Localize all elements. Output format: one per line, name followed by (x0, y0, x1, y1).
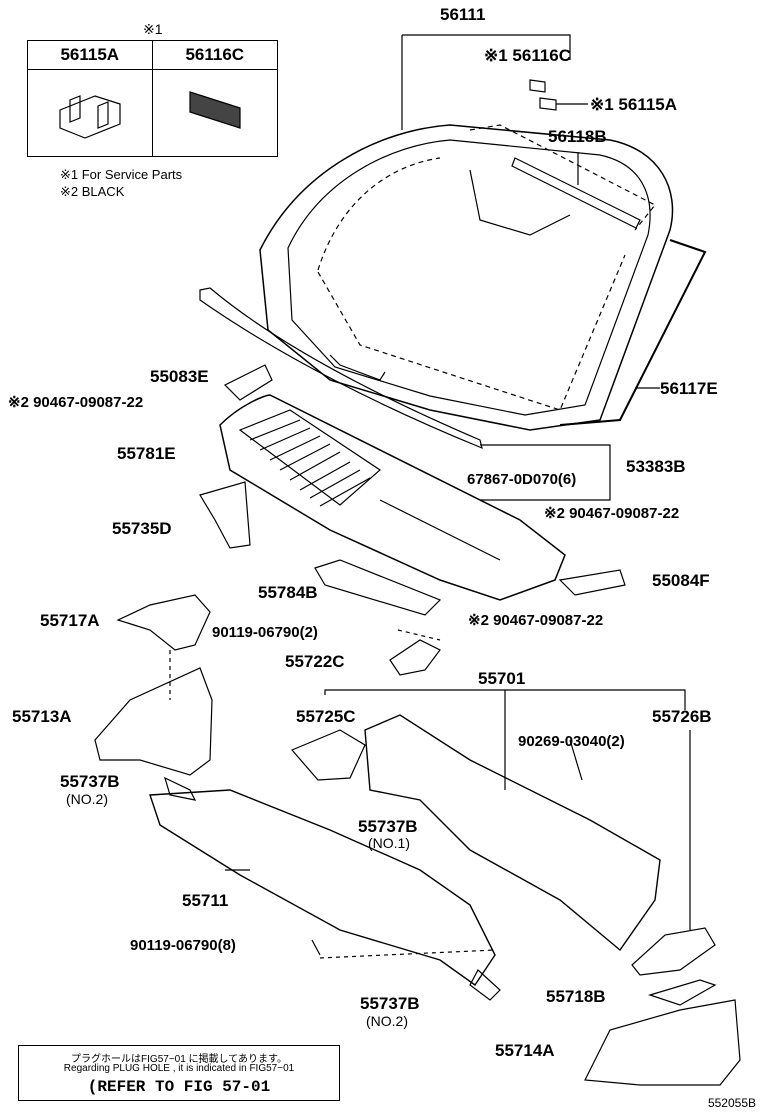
bracket-55722C (389, 639, 441, 676)
legend-col-2-header: 56116C (152, 41, 277, 70)
label-90269: 90269-03040(2) (518, 733, 625, 750)
clip-55737B-no2-b (469, 969, 501, 1001)
label-55735D: 55735D (112, 519, 172, 538)
seal-55784B (314, 559, 442, 616)
bracket-55717A (116, 594, 211, 651)
label-55737B-no2-bottom: 55737B (360, 994, 420, 1013)
piece-55083E (223, 364, 273, 401)
label-90467-c: ※2 90467-09087-22 (468, 612, 604, 629)
bracket-55725C (291, 729, 366, 781)
label-55737B-no1-sub: (NO.1) (368, 835, 410, 851)
label-55737B-no2-top: 55737B (60, 772, 120, 791)
label-90467-b: ※2 90467-09087-22 (544, 505, 680, 522)
legend-col-1-header: 56115A (28, 41, 152, 70)
dash-90119 (397, 629, 441, 641)
legend-header-mark: ※1 (143, 21, 163, 37)
insulator-55711 (149, 789, 496, 986)
bracket-53383B (480, 444, 611, 501)
panel-55714A (584, 999, 741, 1086)
legend-col-1: 56115A (28, 41, 153, 156)
clip-56116C-part (529, 79, 546, 93)
label-55737B-no1: 55737B (358, 817, 418, 836)
label-55737B-no2-top-sub: (NO.2) (66, 791, 108, 807)
bracket-55726B (631, 927, 716, 976)
bracket-55718B (648, 979, 717, 1006)
dash-panel-55701 (364, 714, 661, 952)
label-67867: 67867-0D070(6) (467, 471, 577, 488)
pad-55084F (558, 569, 626, 596)
reference-link[interactable]: (REFER TO FIG 57-01 (87, 1078, 271, 1096)
label-55784B: 55784B (258, 583, 318, 602)
strip-56118B (511, 157, 641, 229)
label-55084F: 55084F (652, 571, 710, 590)
clip-56115A-drawing (59, 95, 121, 139)
dash-90119-8 (319, 949, 496, 959)
label-55726B: 55726B (652, 707, 712, 726)
reference-en: Regarding PLUG HOLE , it is indicated in… (63, 1063, 295, 1074)
label-90119-b: 90119-06790(8) (130, 937, 236, 954)
label-55718B: 55718B (546, 987, 606, 1006)
label-55711: 55711 (182, 891, 229, 910)
label-56118B: 56118B (548, 127, 607, 146)
label-55701: 55701 (478, 669, 526, 688)
label-55713A: 55713A (12, 707, 72, 726)
label-53383B: 53383B (626, 457, 686, 476)
legend-col-2: 56116C (152, 41, 277, 156)
reference-jp: プラグホールはFIG57−01 に掲載してあります。 (71, 1054, 287, 1065)
label-55781E: 55781E (117, 444, 176, 463)
screw-90119-8 (311, 939, 321, 956)
clip-56116C-drawing (189, 91, 241, 129)
clip-55737B-no2 (164, 776, 197, 801)
leader-56111-b (402, 34, 571, 60)
image-code: 552055B (707, 1096, 756, 1110)
label-56117E: 56117E (660, 379, 718, 398)
moulding-56117E (559, 239, 707, 426)
label-55722C: 55722C (285, 652, 345, 671)
reference-box: プラグホールはFIG57−01 に掲載してあります。 Regarding PLU… (18, 1045, 340, 1101)
label-55737B-no2-bottom-sub: (NO.2) (366, 1013, 408, 1029)
legend-note-service: ※1 For Service Parts (60, 167, 183, 182)
moulding-53383B (199, 287, 483, 450)
panel-55713A (94, 667, 213, 776)
windshield-glass-drawing (259, 124, 674, 431)
legend-note-black: ※2 BLACK (60, 184, 125, 199)
label-56115A: ※1 56115A (590, 95, 678, 114)
label-56116C: ※1 56116C (484, 46, 572, 65)
screw-90269 (569, 739, 583, 781)
legend-table: 56115A 56116C (27, 40, 278, 157)
cowl-top-drawing (219, 394, 566, 601)
clip-56115A-part (539, 97, 557, 111)
label-90119-a: 90119-06790(2) (212, 624, 318, 641)
label-55717A: 55717A (40, 611, 100, 630)
label-55083E: 55083E (150, 367, 209, 386)
label-55725C: 55725C (296, 707, 356, 726)
bracket-55735D (199, 481, 251, 549)
label-90467-a: ※2 90467-09087-22 (8, 394, 144, 411)
label-55714A: 55714A (495, 1041, 555, 1060)
label-56111: 56111 (440, 5, 486, 24)
